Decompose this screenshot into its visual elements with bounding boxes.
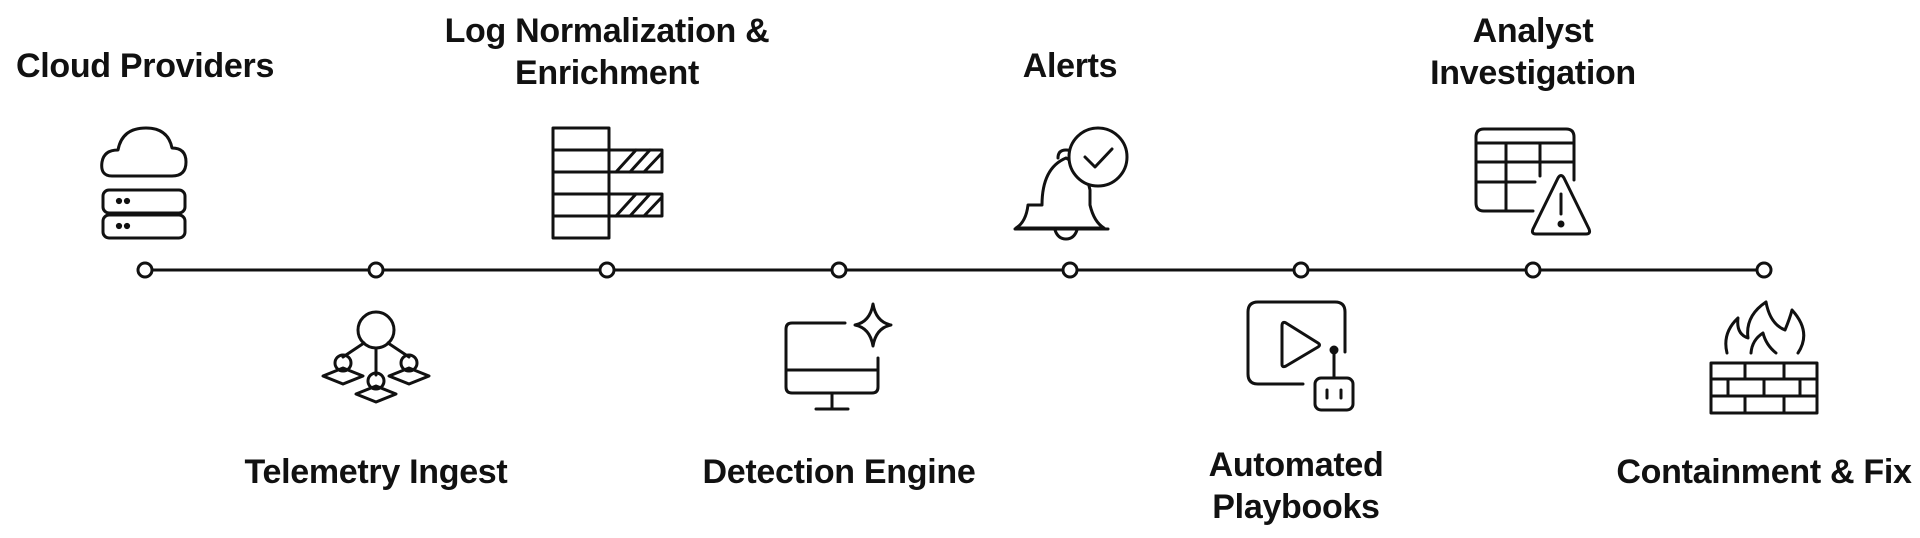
timeline-node [1292,261,1310,279]
label-analyst-investigation: Analyst Investigation [1430,12,1636,92]
label-detection-engine: Detection Engine [702,453,976,491]
bell-check-icon [1013,126,1129,241]
label-containment-fix: Containment & Fix [1616,453,1912,491]
label-automated-playbooks: Automated Playbooks [1208,446,1384,526]
play-robot-icon [1246,300,1355,412]
timeline-node [1524,261,1542,279]
timeline-node [1755,261,1773,279]
table-warning-icon [1474,127,1592,236]
cloud-server-icon [100,126,188,240]
monitor-sparkle-icon [784,302,893,411]
timeline-node [136,261,154,279]
network-nodes-icon [321,310,431,404]
timeline-node [1061,261,1079,279]
label-telemetry-ingest: Telemetry Ingest [244,453,508,491]
timeline-node [830,261,848,279]
label-log-normalization: Log Normalization & Enrichment [444,12,770,92]
timeline-node [367,261,385,279]
label-alerts: Alerts [1022,47,1118,85]
timeline-node [598,261,616,279]
stacked-rows-icon [551,126,664,240]
firewall-fire-icon [1709,300,1819,415]
label-cloud-providers: Cloud Providers [15,47,275,85]
